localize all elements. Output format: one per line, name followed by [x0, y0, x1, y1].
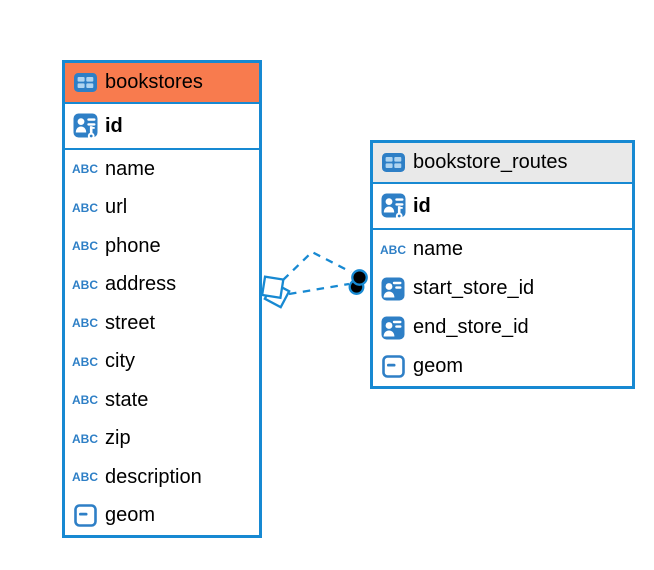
geometry-type-icon — [379, 355, 407, 378]
column-name: geom — [105, 504, 156, 527]
primary-key-name: id — [105, 114, 123, 137]
column-name: geom — [413, 355, 464, 377]
text-type-icon: ABC — [72, 162, 98, 177]
relationship-dashed-lines[interactable] — [282, 250, 352, 296]
column-name: state — [105, 388, 149, 411]
column-row[interactable]: ABC phone — [65, 227, 259, 266]
column-name: name — [105, 157, 156, 180]
column-name: phone — [105, 234, 161, 257]
column-row[interactable]: ABC url — [65, 188, 259, 227]
column-row[interactable]: geom — [373, 347, 632, 386]
column-row[interactable]: ABC zip — [65, 419, 259, 458]
column-row[interactable]: ABC name — [65, 150, 259, 189]
relationship-target-marker — [348, 269, 368, 295]
text-type-icon: ABC — [72, 354, 98, 369]
column-row[interactable]: geom — [65, 496, 259, 535]
reference-type-icon — [379, 316, 407, 340]
column-name: url — [105, 196, 128, 219]
column-name: end_store_id — [413, 316, 529, 338]
column-name: description — [105, 465, 202, 488]
primary-key-row[interactable]: id — [373, 184, 632, 230]
text-type-icon: ABC — [380, 242, 406, 257]
column-row[interactable]: ABC address — [65, 265, 259, 304]
relationship-source-marker — [260, 275, 291, 309]
table-icon — [74, 73, 97, 92]
column-name: start_store_id — [413, 277, 535, 299]
geometry-type-icon — [71, 504, 99, 528]
text-type-icon: ABC — [72, 200, 98, 215]
table-bookstore-routes-header[interactable]: bookstore_routes — [373, 143, 632, 184]
text-type-icon: ABC — [72, 316, 98, 331]
column-name: address — [105, 273, 177, 296]
text-type-icon: ABC — [72, 277, 98, 292]
primary-key-row[interactable]: id — [65, 104, 259, 150]
table-bookstores[interactable]: bookstores id ABC name — [62, 60, 262, 538]
text-type-icon: ABC — [72, 239, 98, 254]
column-name: city — [105, 350, 135, 373]
column-row[interactable]: ABC description — [65, 458, 259, 497]
table-bookstore-routes[interactable]: bookstore_routes id ABC name — [370, 140, 635, 389]
column-name: name — [413, 238, 464, 260]
table-title: bookstore_routes — [413, 151, 568, 173]
primary-key-icon — [71, 113, 99, 140]
text-type-icon: ABC — [72, 470, 98, 485]
table-icon — [382, 153, 405, 172]
reference-type-icon — [379, 277, 407, 301]
text-type-icon: ABC — [72, 431, 98, 446]
column-name: street — [105, 311, 156, 334]
column-name: zip — [105, 427, 131, 450]
table-title: bookstores — [105, 71, 203, 93]
column-row[interactable]: ABC name — [373, 230, 632, 269]
column-row[interactable]: ABC state — [65, 381, 259, 420]
column-row[interactable]: start_store_id — [373, 269, 632, 308]
column-row[interactable]: end_store_id — [373, 308, 632, 347]
column-row[interactable]: ABC city — [65, 342, 259, 381]
column-row[interactable]: ABC street — [65, 304, 259, 343]
table-bookstores-header[interactable]: bookstores — [65, 63, 259, 104]
primary-key-icon — [379, 193, 407, 220]
text-type-icon: ABC — [72, 393, 98, 408]
primary-key-name: id — [413, 194, 431, 217]
